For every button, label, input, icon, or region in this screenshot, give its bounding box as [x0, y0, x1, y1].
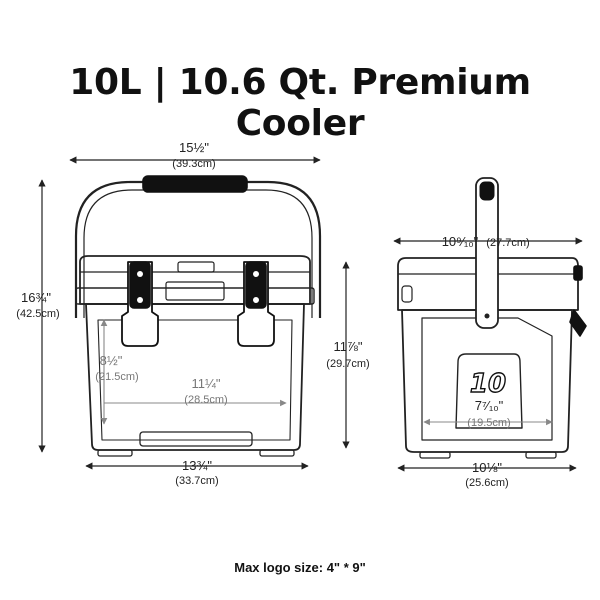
side-base-depth-metric: (25.6cm) [465, 477, 508, 489]
side-lid-depth-metric: (27.7cm) [486, 237, 529, 249]
logo-size-note: Max logo size: 4" * 9" [234, 560, 366, 575]
side-handle [475, 177, 499, 329]
side-inner-depth-imperial: 7⁷⁄₁₀" [475, 398, 504, 413]
front-dimension-lines [38, 156, 350, 470]
side-dimension-lines [393, 237, 583, 472]
front-inner-height-metric: (21.5cm) [95, 371, 138, 383]
front-body-height-imperial: 11⅞" [334, 339, 363, 354]
front-base-width-imperial: 13¾" [182, 458, 212, 473]
front-base-width-metric: (33.7cm) [175, 475, 218, 487]
front-inner-height-imperial: 8½" [100, 353, 123, 368]
front-height-imperial: 16¾" [21, 290, 51, 305]
front-latch-left [121, 261, 159, 347]
front-handle [74, 180, 322, 318]
front-width-imperial: 15½" [179, 140, 209, 155]
front-inner-dimension-lines [100, 319, 287, 425]
side-base-depth-imperial: 10⅛" [472, 460, 502, 475]
side-logo-plate [455, 353, 523, 429]
page-title: 10L | 10.6 Qt. Premium Cooler [69, 62, 531, 144]
front-inner-width-imperial: 11¼" [192, 376, 221, 391]
side-body [401, 309, 573, 453]
front-view-cooler [74, 175, 322, 457]
front-latch-right [237, 261, 275, 347]
front-body-height-metric: (29.7cm) [326, 358, 369, 370]
side-view-cooler [397, 257, 587, 459]
front-handle-grip [142, 175, 248, 193]
front-body [85, 303, 305, 451]
front-width-metric: (39.3cm) [172, 158, 215, 170]
front-inner-width-metric: (28.5cm) [184, 394, 227, 406]
side-lid-depth-imperial: 10⁹⁄₁₀" [442, 234, 479, 249]
front-height-metric: (42.5cm) [16, 308, 59, 320]
side-logo-number: 10 [470, 369, 506, 399]
front-lid [79, 255, 311, 305]
side-inner-depth-metric: (19.5cm) [467, 417, 510, 429]
